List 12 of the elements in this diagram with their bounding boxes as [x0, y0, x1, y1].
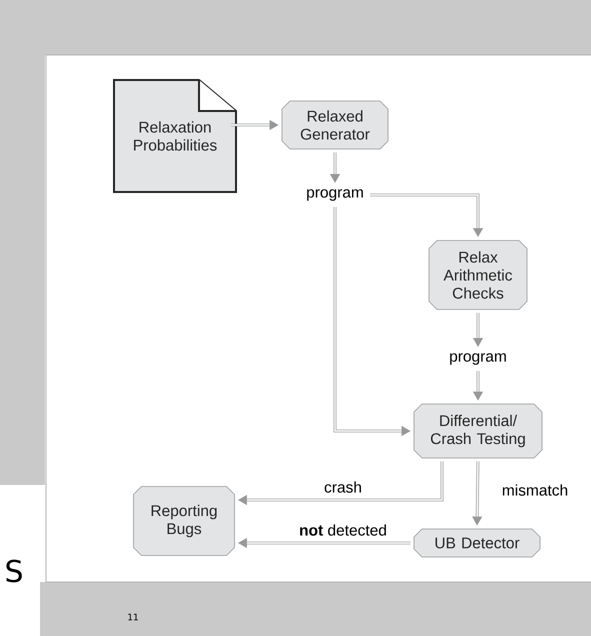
- edge-label: not detected: [298, 523, 388, 537]
- flow-label: program: [307, 189, 363, 201]
- process-box: Relaxed Generator: [282, 100, 388, 150]
- process-box: Differential/ Crash Testing: [414, 404, 542, 458]
- page-number: 11: [128, 614, 138, 620]
- slide-text: S: [6, 560, 22, 582]
- process-box: UB Detector: [414, 528, 540, 558]
- edge-label: mismatch: [500, 483, 570, 497]
- process-box: Reporting Bugs: [133, 486, 235, 556]
- edge-label: crash: [323, 480, 363, 494]
- process-box: Relax Arithmetic Checks: [428, 240, 528, 310]
- flow-label: program: [450, 353, 506, 365]
